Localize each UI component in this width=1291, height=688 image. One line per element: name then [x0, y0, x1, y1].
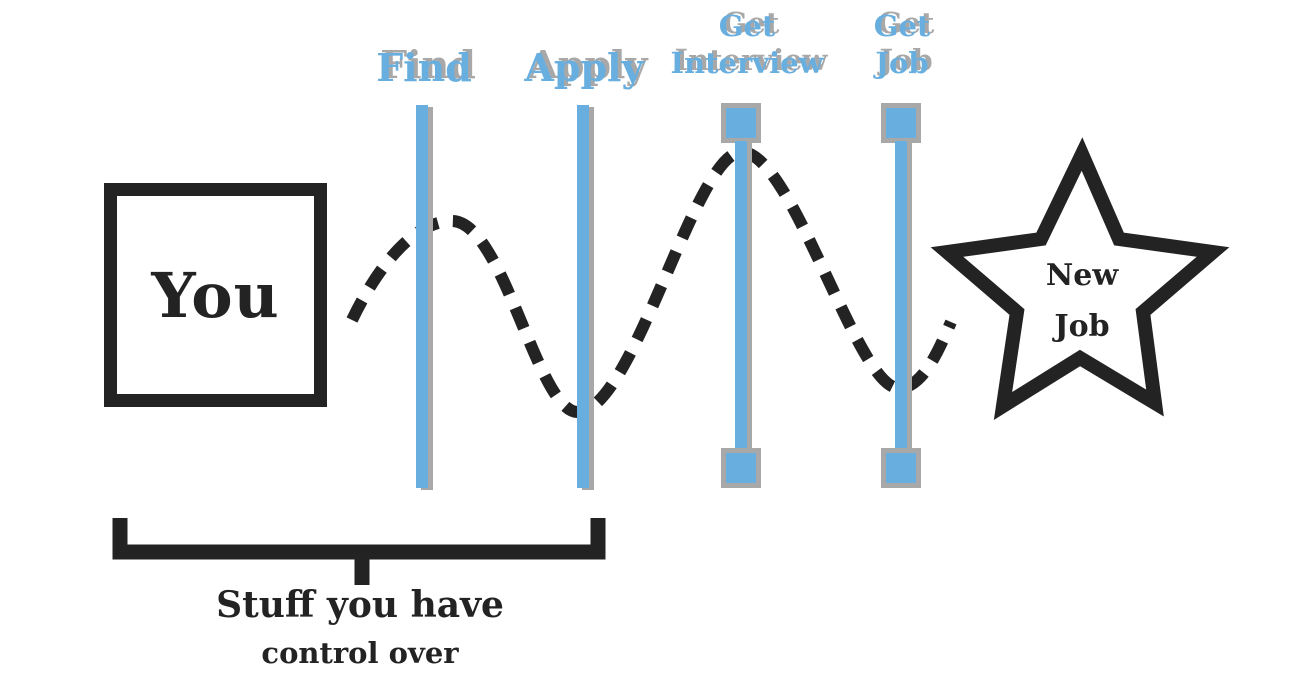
star-label: New Job [1045, 258, 1119, 344]
barbell-stem [735, 141, 747, 450]
bracket-caption-line1: Stuff you have [216, 584, 504, 626]
stage-line-find [416, 105, 428, 488]
barbell-top-cap [881, 103, 921, 143]
stage-label-apply: Apply [524, 45, 644, 90]
stage-label-get-interview: Get Interview [670, 9, 824, 81]
you-box: You [104, 183, 327, 407]
stage-line-get-job [881, 103, 921, 488]
barbell-bottom-cap [721, 448, 761, 488]
stage-line-apply [577, 105, 589, 488]
bracket-caption-line2: control over [261, 635, 459, 670]
barbell-top-cap [721, 103, 761, 143]
stage-label-find: Find [376, 45, 472, 90]
you-label: You [151, 258, 280, 332]
barbell-stem [895, 141, 907, 450]
barbell-bottom-cap [881, 448, 921, 488]
star-icon [930, 137, 1230, 420]
stage-line-get-interview [721, 103, 761, 488]
bracket-caption: Stuff you have control over [210, 584, 510, 670]
stage-label-get-job: Get Job [873, 9, 931, 81]
journey-dashed-path [346, 145, 957, 419]
